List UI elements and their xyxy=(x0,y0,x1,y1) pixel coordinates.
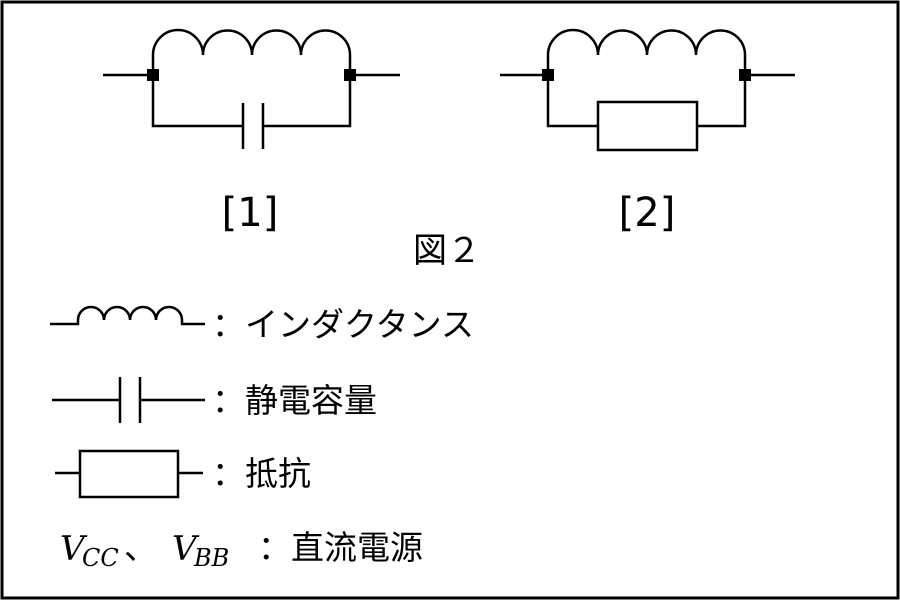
legend-capacitor: ：静電容量 xyxy=(52,377,377,423)
circuit-2-inductor xyxy=(546,28,747,75)
legend-vcc-sub: CC xyxy=(82,544,119,572)
circuit-2-junction-right xyxy=(739,69,751,81)
figure-title: 図２ xyxy=(413,231,481,271)
circuit-1: [1] xyxy=(103,28,400,236)
circuit-2: [2] xyxy=(500,28,795,236)
legend-vcc-main: V xyxy=(60,529,88,569)
legend-resistor-text: ：抵抗 xyxy=(212,454,311,493)
circuit-1-junction-left xyxy=(147,69,159,81)
legend-inductor-symbol xyxy=(50,305,205,326)
circuit-2-lower-branch-wire xyxy=(546,75,747,128)
legend-vbb-main: V xyxy=(172,529,200,569)
circuit-1-capacitor xyxy=(241,103,265,149)
legend-dc-source: V CC 、 V BB ：直流電源 xyxy=(60,528,423,572)
circuit-2-label: [2] xyxy=(619,190,676,236)
legend-dc-text: ：直流電源 xyxy=(258,528,423,567)
legend-capacitor-text: ：静電容量 xyxy=(212,381,377,420)
circuit-2-resistor xyxy=(596,100,699,152)
legend-inductor: ：インダクタンス xyxy=(50,305,474,344)
legend-dc-separator: 、 xyxy=(124,528,157,567)
legend-vbb-sub: BB xyxy=(193,544,229,572)
legend-resistor: ：抵抗 xyxy=(55,449,311,499)
circuit-1-label: [1] xyxy=(222,190,279,236)
legend-inductor-text: ：インダクタンス xyxy=(212,305,474,344)
circuit-1-junction-right xyxy=(344,69,356,81)
legend: ：インダクタンス ：静電容量 ：抵抗 V CC 、 V BB ：直流電源 xyxy=(50,305,474,572)
circuit-1-lower-branch-wire xyxy=(151,75,352,128)
circuit-1-inductor xyxy=(151,28,352,75)
circuit-2-junction-left xyxy=(542,69,554,81)
